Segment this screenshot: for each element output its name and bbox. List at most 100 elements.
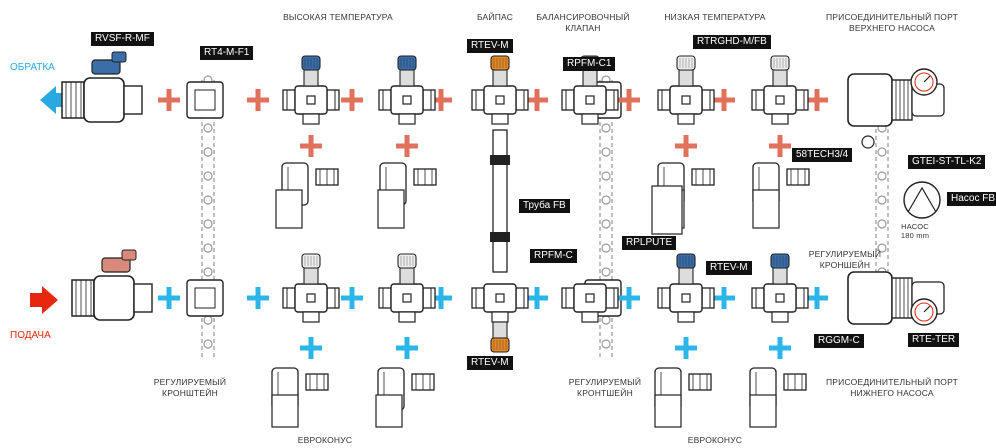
label-lower-pump-port: ПРИСОЕДИНИТЕЛЬНЫЙ ПОРТ НИЖНЕГО НАСОСА	[812, 377, 972, 399]
upper-tail-body	[378, 190, 404, 228]
supply-plus-3-v	[439, 287, 444, 309]
bracket-rail-right-link	[878, 172, 886, 180]
bypass-valve-bottom-right-nut	[516, 288, 528, 308]
supply-valve-4-right-nut	[796, 288, 808, 308]
supply-outlet-plus-1-v	[405, 337, 410, 359]
upper-tail-body	[276, 190, 302, 228]
lower-tail-body	[272, 395, 298, 427]
bracket-rail-right-link	[878, 148, 886, 156]
lower-pump-port-flange	[892, 278, 912, 318]
return-valve-1-spigot	[303, 114, 319, 124]
supply-valve-3-port	[682, 294, 690, 302]
bracket-rail-left-link	[204, 124, 212, 132]
bypass-valve-top-port	[496, 96, 504, 104]
header-upper-pump-port: ПРИСОЕДИНИТЕЛЬНЫЙ ПОРТ ВЕРХНЕГО НАСОСА	[812, 12, 972, 34]
bracket-rail-left-link	[204, 196, 212, 204]
return-plus-1	[247, 89, 269, 111]
return-valve-3	[658, 56, 714, 124]
label-lower-port-line2: НИЖНЕГО НАСОСА	[812, 388, 972, 399]
supply-plus-1	[247, 287, 269, 309]
balancing-valve-bottom-port	[586, 294, 594, 302]
return-valve-2-left-nut	[379, 90, 391, 110]
supply-valve-4-port	[776, 294, 784, 302]
check-valve-body	[862, 136, 874, 148]
return-outlet-plus-0	[300, 135, 322, 157]
bracket-rail-middle-link	[602, 268, 610, 276]
supply-outlet-plus-3-v	[778, 337, 783, 359]
bracket-rail-middle-link	[602, 244, 610, 252]
return-valve-1-port	[307, 96, 315, 104]
supply-plus-6-v	[722, 287, 727, 309]
label-eurocone-right: ЕВРОКОНУС	[675, 435, 755, 446]
supply-outlet-plus-0-v	[309, 337, 314, 359]
return-outlet-plus-0-v	[309, 135, 314, 157]
label-bracket-left: РЕГУЛИРУЕМЫЙ КРОНШТЕЙН	[130, 377, 250, 399]
header-balancing-line2: КЛАПАН	[528, 23, 638, 34]
return-valve-1-right-nut	[327, 90, 339, 110]
tag-rpfm-c1: RPFM-C1	[563, 57, 615, 71]
supply-valve-4-spigot	[772, 312, 788, 322]
lower-pump-port	[848, 272, 944, 325]
bracket-rail-left-link	[204, 220, 212, 228]
return-plus-4-v	[535, 89, 540, 111]
return-plus-7	[806, 89, 828, 111]
bypass-pipe	[490, 130, 510, 272]
label-bracket-mid-line2: КРОНТШЕЙН	[545, 388, 665, 399]
label-return: ОБРАТКА	[10, 62, 55, 73]
supply-valve-3-right-nut	[702, 288, 714, 308]
balancing-valve-bottom-spigot	[582, 312, 598, 322]
return-plus-2	[341, 89, 363, 111]
supply-valve-1-port	[307, 294, 315, 302]
supply-ball-valve-end	[134, 284, 152, 312]
supply-plus-4	[526, 287, 548, 309]
upper-pump-port-body	[848, 74, 892, 126]
label-supply: ПОДАЧА	[10, 330, 51, 341]
header-low-temperature: НИЗКАЯ ТЕМПЕРАТУРА	[650, 12, 780, 23]
balancing-valve-bottom-left-nut	[562, 288, 574, 308]
lower-tail-body	[376, 395, 402, 427]
supply-valve-1	[283, 254, 339, 322]
label-lower-port-line1: ПРИСОЕДИНИТЕЛЬНЫЙ ПОРТ	[812, 377, 972, 388]
tag-rtev-m-middle: RTEV-M	[706, 261, 752, 275]
supply-outlet-plus-3	[769, 337, 791, 359]
tag-rggm-c: RGGM-C	[814, 334, 864, 348]
return-plus-6	[713, 89, 735, 111]
return-valve-3-right-nut	[702, 90, 714, 110]
supply-plus-5-v	[627, 287, 632, 309]
tag-58tech3-4: 58TECH3/4	[792, 148, 852, 162]
tag-gtei-st-tl-k2: GTEI-ST-TL-K2	[908, 155, 985, 169]
supply-valve-1-right-nut	[327, 288, 339, 308]
bracket-rail-left-link	[204, 172, 212, 180]
supply-valve-4-stem	[773, 268, 787, 284]
tag-rtrghd-m-fb: RTRGHD-M/FB	[693, 35, 771, 49]
label-pump-line1: НАСОС	[890, 222, 940, 231]
return-plus-3-v	[439, 89, 444, 111]
supply-valve-2-left-nut	[379, 288, 391, 308]
return-ball-valve-lever	[112, 52, 126, 62]
tag-pump-fb: Насос FB	[947, 192, 996, 206]
supply-valve-2	[379, 254, 435, 322]
return-valve-4-port	[776, 96, 784, 104]
supply-valve-3-stem	[679, 268, 693, 284]
tag-rtev-m-top: RTEV-M	[467, 39, 513, 53]
supply-valve-3-spigot	[678, 312, 694, 322]
supply-valve-1-spigot	[303, 312, 319, 322]
bracket-rail-left-link	[204, 268, 212, 276]
bracket-mount-inner	[195, 288, 215, 308]
label-bracket-left-line2: КРОНШТЕЙН	[130, 388, 250, 399]
bracket-rail-left-link	[204, 148, 212, 156]
pump-symbol	[904, 182, 940, 218]
bracket-rail-middle-link	[602, 340, 610, 348]
return-plus-5-v	[627, 89, 632, 111]
return-outlet-plus-1-v	[405, 135, 410, 157]
bracket-rail-middle-link	[602, 196, 610, 204]
return-outlet-plus-3-v	[778, 135, 783, 157]
label-bracket-middle: РЕГУЛИРУЕМЫЙ КРОНТШЕЙН	[545, 377, 665, 399]
return-valve-4-spigot	[772, 114, 788, 124]
supply-valve-2-port	[403, 294, 411, 302]
return-valve-1	[283, 56, 339, 124]
upper-tail-3	[753, 190, 779, 228]
bracket-rail-middle-link	[602, 316, 610, 324]
supply-ball-valve	[72, 250, 152, 320]
return-valve-4-stem	[773, 70, 787, 86]
